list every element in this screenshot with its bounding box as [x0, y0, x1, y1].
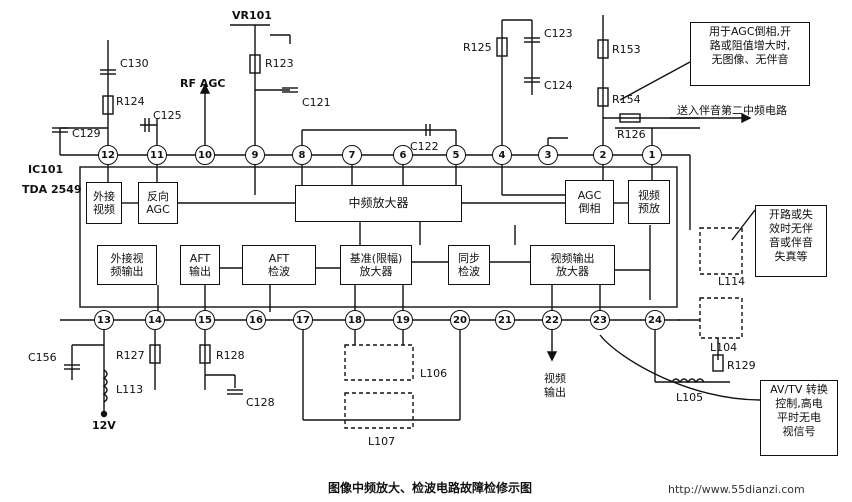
label-c121: C121	[302, 96, 331, 109]
label-rf-agc: RF AGC	[180, 77, 226, 90]
pin-18: 18	[345, 310, 365, 330]
note-agc-invert: 用于AGC倒相,开 路或阻值增大时, 无图像、无伴音	[690, 22, 810, 86]
pin-6: 6	[393, 145, 413, 165]
label-video-out: 视频 输出	[544, 372, 566, 399]
pin-4: 4	[492, 145, 512, 165]
block-reverse-agc: 反向 AGC	[138, 182, 178, 224]
block-agc-invert: AGC 倒相	[565, 180, 614, 224]
label-to-sound-if: 送入伴音第二中频电路	[677, 104, 787, 117]
label-r128: R128	[216, 349, 245, 362]
pin-16: 16	[246, 310, 266, 330]
block-aft-out: AFT 输出	[180, 245, 220, 285]
label-r127: R127	[116, 349, 145, 362]
label-c122: C122	[410, 140, 439, 153]
block-ext-video-out: 外接视 频输出	[97, 245, 157, 285]
block-if-amp: 中频放大器	[295, 185, 462, 222]
label-12v: 12V	[92, 419, 116, 432]
label-l114: L114	[718, 275, 746, 288]
label-c129: C129	[72, 127, 101, 140]
pin-3: 3	[538, 145, 558, 165]
pin-15: 15	[195, 310, 215, 330]
label-l105: L105	[676, 391, 704, 404]
pin-17: 17	[293, 310, 313, 330]
block-video-preamp: 视频 预放	[628, 180, 670, 224]
pin-14: 14	[145, 310, 165, 330]
block-ref-limit-amp: 基准(限幅) 放大器	[340, 245, 412, 285]
label-c124: C124	[544, 79, 573, 92]
label-c125: C125	[153, 109, 182, 122]
label-l113: L113	[116, 383, 144, 396]
label-r123: R123	[265, 57, 294, 70]
label-r153: R153	[612, 43, 641, 56]
label-r124: R124	[116, 95, 145, 108]
label-c123: C123	[544, 27, 573, 40]
watermark: http://www.55dianzi.com	[668, 483, 805, 496]
pin-8: 8	[292, 145, 312, 165]
pin-19: 19	[393, 310, 413, 330]
note-coil-fault: 开路或失 效时无伴 音或伴音 失真等	[755, 205, 827, 277]
figure-caption: 图像中频放大、检波电路故障检修示图	[328, 481, 533, 495]
block-ext-video-in: 外接 视频	[86, 182, 122, 224]
pin-5: 5	[446, 145, 466, 165]
label-tda2549: TDA 2549	[22, 183, 82, 196]
pin-21: 21	[495, 310, 515, 330]
label-r129: R129	[727, 359, 756, 372]
pin-23: 23	[590, 310, 610, 330]
block-aft-detect: AFT 检波	[242, 245, 316, 285]
label-c128: C128	[246, 396, 275, 409]
label-r126: R126	[617, 128, 646, 141]
pin-13: 13	[94, 310, 114, 330]
block-sync-detect: 同步 检波	[448, 245, 490, 285]
label-r154: R154	[612, 93, 641, 106]
pin-24: 24	[645, 310, 665, 330]
pin-22: 22	[542, 310, 562, 330]
pin-12: 12	[98, 145, 118, 165]
label-l106: L106	[420, 367, 448, 380]
label-vr101: VR101	[232, 9, 272, 22]
block-video-out-amp: 视频输出 放大器	[530, 245, 615, 285]
note-avtv-switch: AV/TV 转换 控制,高电 平时无电 视信号	[760, 380, 838, 456]
label-l107: L107	[368, 435, 396, 448]
pin-11: 11	[147, 145, 167, 165]
label-c156: C156	[28, 351, 57, 364]
label-r125: R125	[463, 41, 492, 54]
pin-7: 7	[342, 145, 362, 165]
pin-2: 2	[593, 145, 613, 165]
pin-20: 20	[450, 310, 470, 330]
label-c130: C130	[120, 57, 149, 70]
label-l104: L104	[710, 341, 738, 354]
pin-10: 10	[195, 145, 215, 165]
pin-1: 1	[642, 145, 662, 165]
ic-outline	[79, 166, 678, 308]
pin-9: 9	[245, 145, 265, 165]
label-ic101: IC101	[28, 163, 64, 176]
